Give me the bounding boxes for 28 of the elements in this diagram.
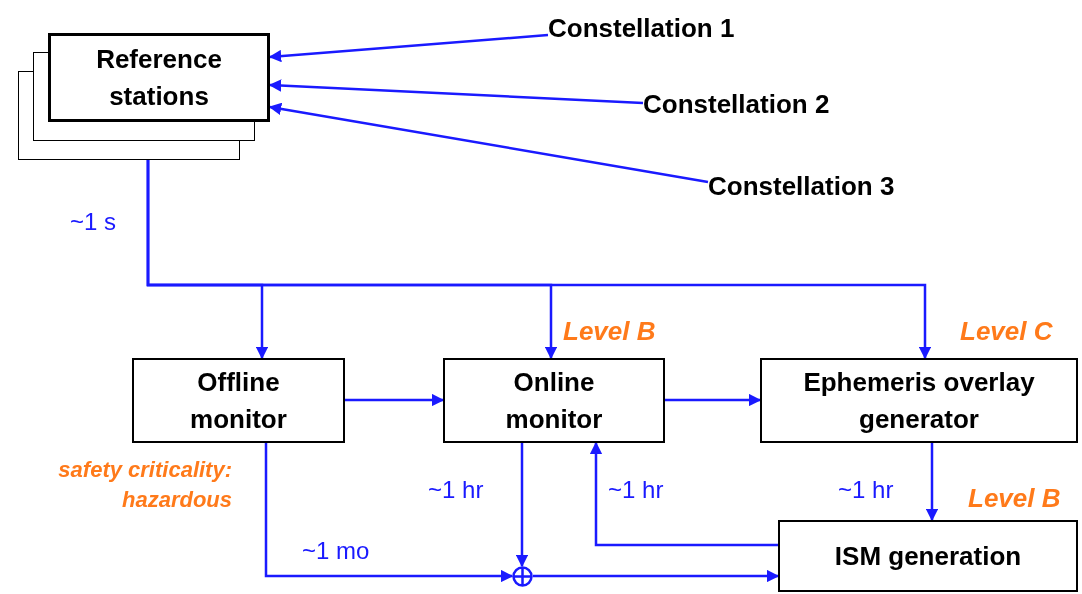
node-text: ISM generation [834,539,1022,573]
node-text: Constellation 2 [643,88,830,120]
arrow [345,393,445,407]
node-text: Constellation 3 [708,170,895,202]
level-label: Level B [563,316,656,347]
arrow [264,443,514,583]
arrow [515,443,529,568]
level-label: Level B [968,483,1061,514]
node-text: Reference stations [95,43,223,113]
arrow [268,102,709,184]
process-box [778,520,1078,592]
arrow [533,569,780,583]
process-box [760,358,1078,443]
arrow [925,443,939,522]
arrow [268,33,549,63]
arrow [665,393,762,407]
level-label: Level C [960,316,1053,347]
node-text: Offline monitor [189,366,288,436]
process-box [443,358,665,443]
note-text: safety criticality: hazardous [57,456,232,514]
node-text: Online monitor [504,366,604,436]
arrow [268,79,644,105]
process-box [132,358,345,443]
arrow [589,441,778,547]
node-text: Ephemeris overlay generator [802,366,1036,436]
arrow [146,160,932,360]
stacked-process-box [18,33,270,160]
node-text: Constellation 1 [548,12,735,44]
